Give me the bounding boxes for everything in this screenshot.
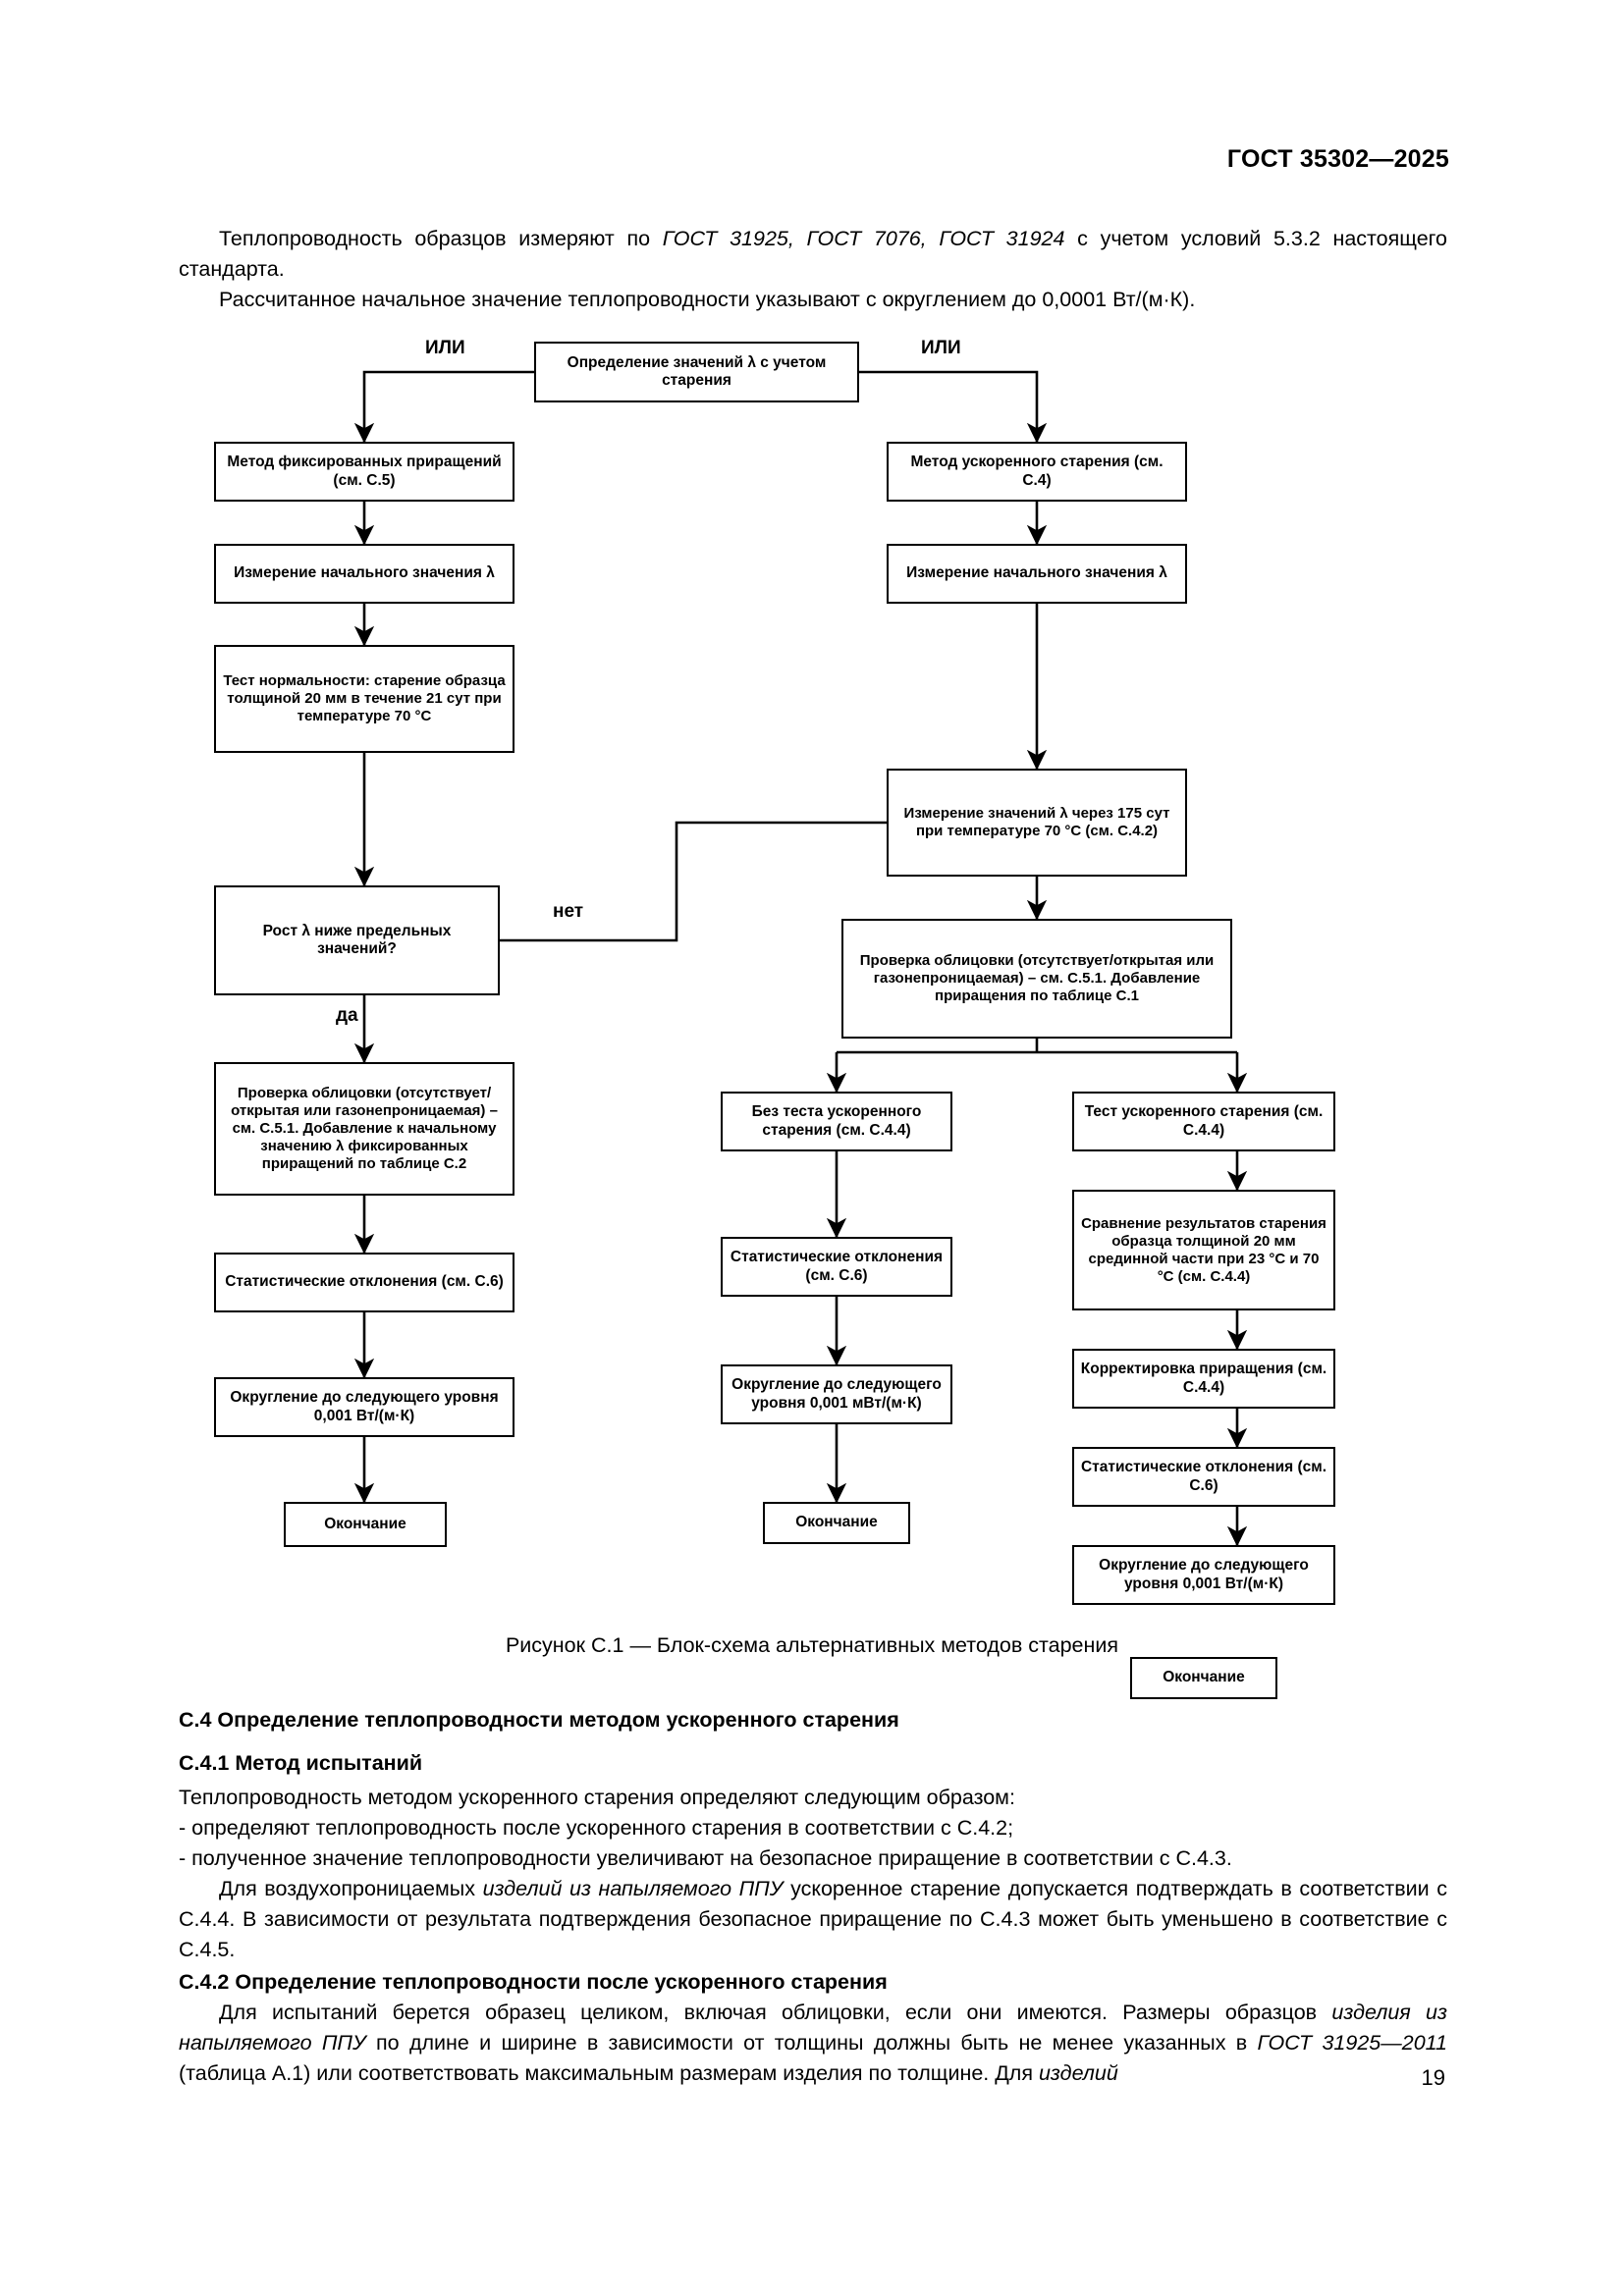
section-c4: С.4 Определение теплопроводности методом… — [179, 1705, 1447, 2089]
running-head-standard: ГОСТ 35302—2025 — [1226, 145, 1449, 173]
node-mid-rounding[interactable]: Округление до следующего уровня 0,001 мВ… — [721, 1364, 952, 1424]
node-right-correction[interactable]: Корректировка приращения (см. С.4.4) — [1072, 1349, 1335, 1409]
heading-c41: С.4.1 Метод испытаний — [179, 1751, 423, 1775]
node-left-end[interactable]: Окончание — [284, 1502, 447, 1547]
node-mid-end[interactable]: Окончание — [763, 1502, 910, 1544]
c41-item-1: - определяют теплопроводность после уско… — [179, 1816, 1014, 1840]
label-yes: да — [333, 1005, 361, 1027]
c42-p-italic-1: изделия из напыляемого ППУ — [179, 2001, 1447, 2055]
flowchart-connectors — [353, 370, 1248, 1547]
node-mid-statistics[interactable]: Статистические отклонения (см. С.6) — [721, 1237, 952, 1297]
node-left-facing-check[interactable]: Проверка облицовки (отсутствует/открытая… — [214, 1062, 514, 1196]
node-right-175-days[interactable]: Измерение значений λ через 175 сут при т… — [887, 769, 1187, 877]
node-right-statistics[interactable]: Статистические отклонения (см. С.6) — [1072, 1447, 1335, 1507]
label-no: нет — [550, 901, 587, 923]
node-left-initial-measurement[interactable]: Измерение начального значения λ — [214, 544, 514, 604]
c41-p-italic: изделий из напыляемого ППУ — [482, 1877, 784, 1900]
node-start[interactable]: Определение значений λ с учетом старения — [534, 342, 859, 402]
c41-p-a: Для воздухопроницаемых — [219, 1877, 483, 1900]
c41-lead: Теплопроводность методом ускоренного ста… — [179, 1786, 1015, 1809]
intro-p1-a: Теплопроводность образцов измеряют по — [219, 227, 663, 250]
intro-p1-refs: ГОСТ 31925, ГОСТ 7076, ГОСТ 31924 — [662, 227, 1065, 250]
node-right-rounding[interactable]: Округление до следующего уровня 0,001 Вт… — [1072, 1545, 1335, 1605]
node-mid-no-test[interactable]: Без теста ускоренного старения (см. С.4.… — [721, 1092, 952, 1151]
node-left-normality-test[interactable]: Тест нормальности: старение образца толщ… — [214, 645, 514, 753]
figure-caption: Рисунок С.1 — Блок-схема альтернативных … — [505, 1633, 1119, 1657]
node-right-method[interactable]: Метод ускоренного старения (см. С.4) — [887, 442, 1187, 502]
node-right-facing-check[interactable]: Проверка облицовки (отсутствует/открытая… — [841, 919, 1232, 1039]
intro-p1-b: с учетом условий 5.3.2 настоящего станда… — [179, 227, 1447, 281]
label-or-right: ИЛИ — [918, 338, 964, 359]
heading-c4: С.4 Определение теплопроводности методом… — [179, 1708, 899, 1732]
node-right-end[interactable]: Окончание — [1130, 1657, 1277, 1699]
intro-paragraph-1: Теплопроводность образцов измеряют по ГО… — [179, 224, 1447, 285]
c42-p-italic-2: ГОСТ 31925—2011 — [1257, 2031, 1447, 2055]
node-left-decision[interactable]: Рост λ ниже предельных значений? — [214, 885, 500, 995]
node-right-initial-measurement[interactable]: Измерение начального значения λ — [887, 544, 1187, 604]
label-or-left: ИЛИ — [422, 338, 468, 359]
c41-item-2: - полученное значение теплопроводности у… — [179, 1846, 1232, 1870]
heading-c42: С.4.2 Определение теплопроводности после… — [179, 1970, 888, 1994]
node-left-method[interactable]: Метод фиксированных приращений (см. С.5) — [214, 442, 514, 502]
intro-paragraph-2: Рассчитанное начальное значение теплопро… — [219, 288, 1196, 311]
c41-p-b: ускоренное старение допускается подтверж… — [179, 1877, 1447, 1961]
c42-p-c: (таблица А.1) или соответствовать максим… — [179, 2061, 1039, 2085]
node-right-test[interactable]: Тест ускоренного старения (см. С.4.4) — [1072, 1092, 1335, 1151]
intro-text: Теплопроводность образцов измеряют по ГО… — [179, 224, 1447, 315]
page-number: 19 — [1421, 2065, 1445, 2090]
c42-p-italic-3: изделий — [1038, 2061, 1118, 2085]
node-left-statistics[interactable]: Статистические отклонения (см. С.6) — [214, 1253, 514, 1312]
c41-paragraph: Для воздухопроницаемых изделий из напыля… — [179, 1874, 1447, 1965]
c42-paragraph: Для испытаний берется образец целиком, в… — [179, 1998, 1447, 2089]
node-right-compare[interactable]: Сравнение результатов старения образца т… — [1072, 1190, 1335, 1310]
c42-p-b: по длине и ширине в зависимости от толщи… — [365, 2031, 1258, 2055]
node-left-rounding[interactable]: Округление до следующего уровня 0,001 Вт… — [214, 1377, 514, 1437]
c42-p-a: Для испытаний берется образец целиком, в… — [219, 2001, 1332, 2024]
flowchart-figure: ИЛИ ИЛИ нет да Определение значений λ с … — [0, 324, 1624, 1699]
